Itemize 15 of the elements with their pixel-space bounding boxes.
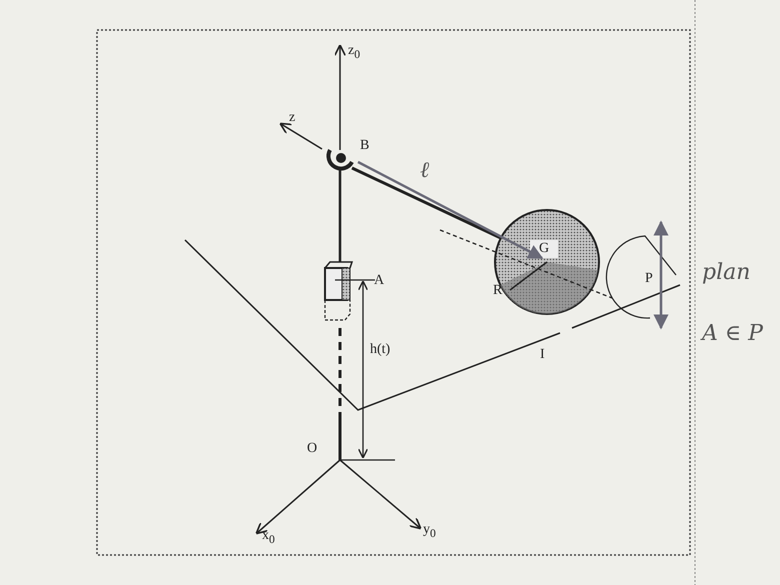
point-label: P xyxy=(645,272,653,286)
axis-label: z$_{0}$ xyxy=(348,44,360,60)
handwritten-note: plan xyxy=(702,262,750,284)
point-label: G xyxy=(539,242,550,256)
point-label: R xyxy=(493,284,502,298)
dimension-label: h(t) xyxy=(370,343,390,357)
handwritten-note: A ∈ P xyxy=(702,323,763,345)
axis-label: y$_{0}$ xyxy=(423,523,436,540)
point-label: I xyxy=(540,348,545,362)
axis-label: z xyxy=(289,111,296,125)
point-label: O xyxy=(307,442,318,456)
axis-label: x$_{0}$ xyxy=(262,529,275,546)
handwritten-label: ℓ xyxy=(420,160,430,182)
point-label: A xyxy=(374,274,384,288)
point-label: B xyxy=(360,139,370,153)
